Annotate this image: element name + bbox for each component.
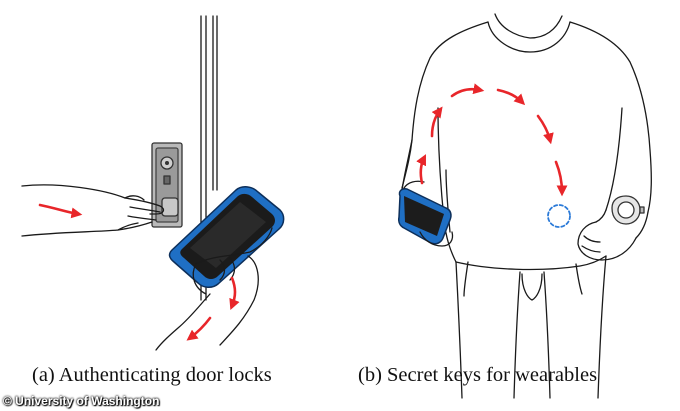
target-circle bbox=[547, 204, 571, 228]
caption-wearables: (b) Secret keys for wearables bbox=[358, 364, 598, 386]
person-outline bbox=[401, 13, 652, 399]
reaching-arm bbox=[21, 184, 165, 237]
motion-arrow-icon bbox=[38, 203, 240, 341]
caption-door-locks: (a) Authenticating door locks bbox=[32, 364, 272, 386]
door-lock-scene bbox=[21, 15, 285, 351]
smartwatch-icon bbox=[611, 195, 645, 225]
wearable-scene bbox=[398, 13, 652, 399]
smartphone-icon bbox=[168, 186, 285, 288]
smartphone-icon bbox=[398, 188, 452, 245]
image-credit: © University of Washington bbox=[3, 394, 160, 408]
motion-arrow-icon bbox=[416, 83, 568, 197]
phone-arm bbox=[155, 227, 273, 351]
